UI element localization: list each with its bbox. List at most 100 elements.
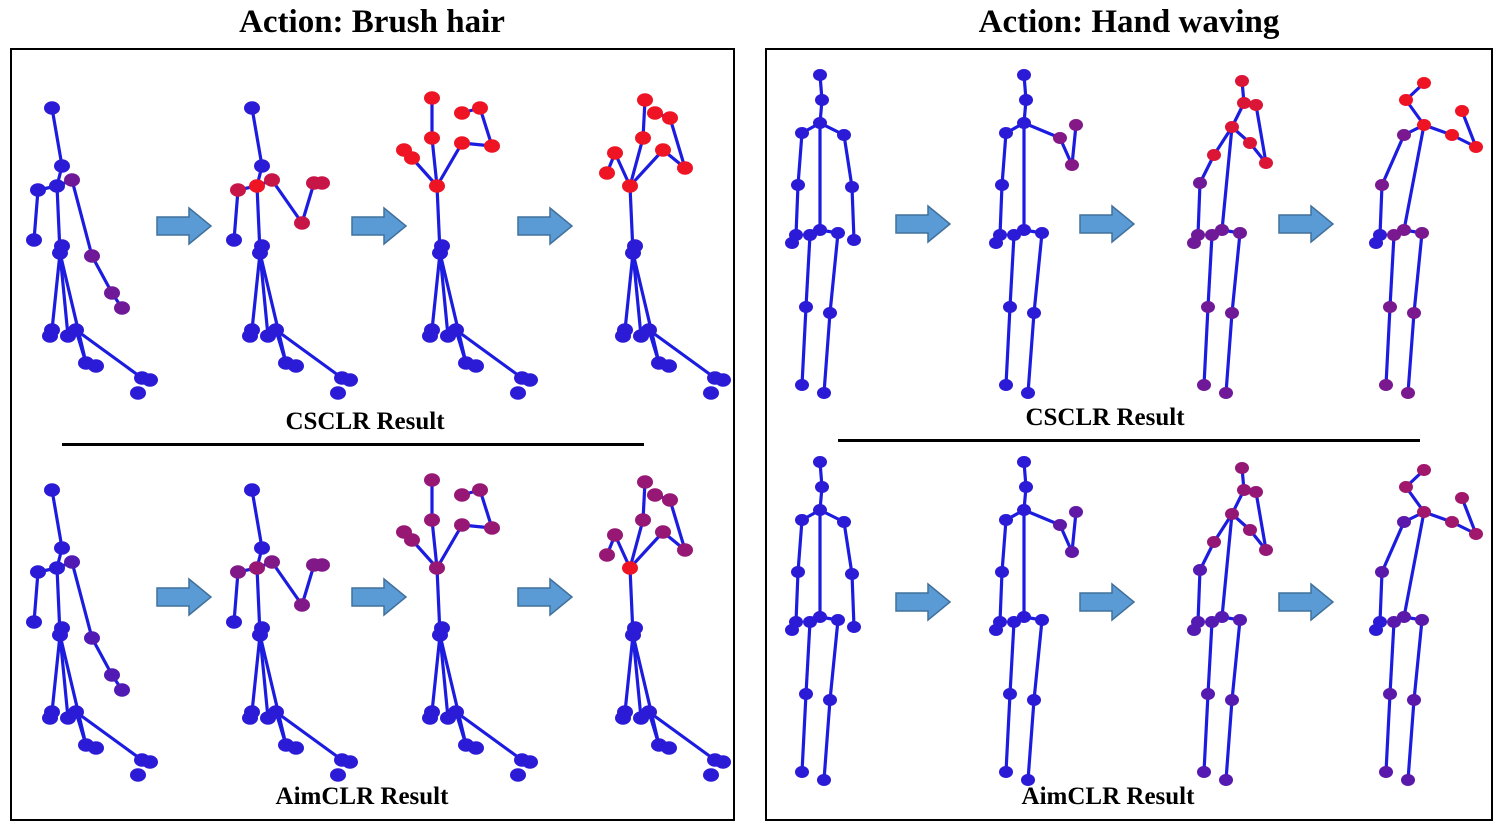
skeleton-joint <box>249 561 265 575</box>
skeleton-joint <box>44 483 60 497</box>
skeleton-joint <box>244 483 260 497</box>
skeleton-joint <box>1193 564 1207 576</box>
skeleton-bone <box>998 184 1004 236</box>
skeleton-joint <box>294 598 310 612</box>
skeleton-joint <box>249 179 265 193</box>
skeleton-joint <box>662 111 678 125</box>
skeleton-joint <box>30 565 46 579</box>
skeleton-joint <box>510 768 526 782</box>
panel-hand-waving <box>765 48 1493 821</box>
action-title-hand-waving: Action: Hand waving <box>978 4 1280 40</box>
skeleton-joint <box>795 379 809 391</box>
skeleton-joint <box>791 179 805 191</box>
skeleton-joint <box>142 755 158 769</box>
skeleton-joint <box>510 386 526 400</box>
skeleton-bone <box>1008 621 1016 695</box>
skeleton-joint <box>823 694 837 706</box>
skeleton-bone <box>1380 134 1406 186</box>
skeleton-bone <box>1412 232 1424 314</box>
skeleton-joint <box>1219 387 1233 399</box>
skeleton-joint <box>1225 121 1239 133</box>
skeleton-bone <box>1378 571 1384 623</box>
skeleton-frame <box>26 101 158 400</box>
skeleton-joint <box>1383 301 1397 313</box>
skeleton-joint <box>468 359 484 373</box>
skeleton-joint <box>1417 77 1431 89</box>
skeleton-joint <box>422 711 438 725</box>
skeleton-joint <box>88 359 104 373</box>
skeleton-bone <box>1206 621 1214 695</box>
skeleton-joint <box>1397 516 1411 528</box>
skeleton-bone <box>58 252 70 337</box>
label-aimclr-brush-hair: AimCLR Result <box>275 783 449 810</box>
skeleton-frame <box>396 91 538 400</box>
skeleton-bone <box>1224 312 1234 394</box>
skeleton-bone <box>623 634 635 713</box>
skeleton-bone <box>800 693 808 773</box>
panel-brush-hair <box>10 48 735 821</box>
skeleton-joint <box>432 246 448 260</box>
skeleton-bone <box>1220 126 1234 231</box>
skeleton-joint <box>1053 519 1067 531</box>
skeleton-bone <box>1460 110 1478 148</box>
skeleton-bone <box>250 634 262 713</box>
skeleton-joint <box>615 329 631 343</box>
skeleton-joint <box>1201 688 1215 700</box>
skeleton-joint <box>635 513 651 527</box>
skeleton-bone <box>50 634 62 713</box>
skeleton-joint <box>484 521 500 535</box>
skeleton-joint <box>1205 616 1219 628</box>
skeleton-joint <box>230 183 246 197</box>
skeleton-bone <box>850 186 856 241</box>
skeleton-joint <box>795 766 809 778</box>
skeleton-joint <box>484 139 500 153</box>
skeleton-joint <box>635 131 651 145</box>
skeleton-bone <box>1026 312 1036 394</box>
skeleton-joint <box>396 525 412 539</box>
skeleton-bone <box>300 182 316 224</box>
skeleton-bone <box>1230 232 1242 314</box>
skeleton-bone <box>1070 124 1078 166</box>
skeleton-joint <box>1225 307 1239 319</box>
skeleton-joint <box>26 233 42 247</box>
skeleton-bone <box>1004 306 1012 386</box>
skeleton-bone <box>628 530 665 570</box>
skeleton-bone <box>1032 232 1044 314</box>
skeleton-joint <box>1417 119 1431 131</box>
skeleton-bone <box>648 710 716 762</box>
skeleton-bone <box>75 710 143 762</box>
skeleton-joint <box>68 705 84 719</box>
skeleton-joint <box>607 528 623 542</box>
skeleton-joint <box>1017 456 1031 468</box>
skeleton-joint <box>599 548 615 562</box>
skeleton-joint <box>1197 379 1211 391</box>
right-arrow-icon <box>351 206 408 246</box>
skeleton-joint <box>130 768 146 782</box>
skeleton-joint <box>226 615 242 629</box>
skeleton-bone <box>1254 104 1268 164</box>
skeleton-joint <box>468 741 484 755</box>
skeleton-bone <box>232 189 240 241</box>
skeleton-joint <box>1235 462 1249 474</box>
skeleton-joint <box>989 624 1003 636</box>
skeleton-joint <box>522 755 538 769</box>
skeleton-joint <box>1415 614 1429 626</box>
skeleton-joint <box>1369 624 1383 636</box>
skeleton-joint <box>847 621 861 633</box>
skeleton-joint <box>104 668 120 682</box>
skeleton-joint <box>268 323 284 337</box>
skeleton-joint <box>68 323 84 337</box>
skeleton-bone <box>50 252 62 331</box>
skeleton-joint <box>823 307 837 319</box>
skeleton-joint <box>52 246 68 260</box>
skeleton-bone <box>438 252 450 337</box>
right-arrow-icon <box>895 204 952 244</box>
skeleton-joint <box>803 229 817 241</box>
skeleton-joint <box>30 183 46 197</box>
skeleton-joint <box>1069 119 1083 131</box>
skeleton-joint <box>314 176 330 190</box>
skeleton-joint <box>472 483 488 497</box>
skeleton-bone <box>796 519 804 573</box>
skeleton-joint <box>88 741 104 755</box>
